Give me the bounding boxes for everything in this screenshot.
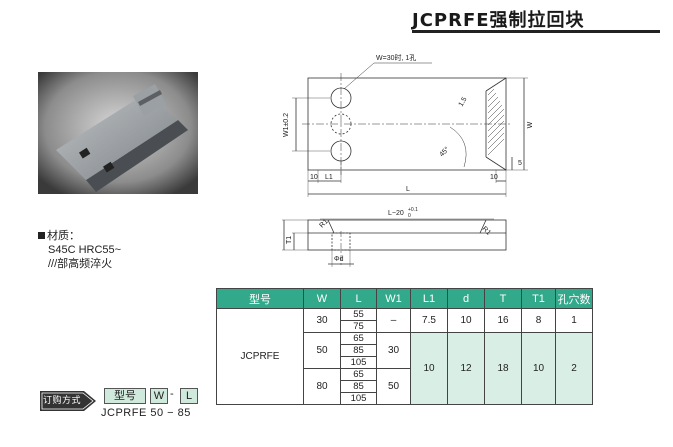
cell-model: JCPRFE bbox=[216, 308, 304, 405]
cell-w: 80 bbox=[303, 368, 341, 405]
order-badge-label: 订购方式 bbox=[42, 395, 81, 405]
dim-10-left: 10 bbox=[310, 174, 318, 181]
material-treatment: ///部高频淬火 bbox=[48, 258, 113, 270]
code-w-box: W bbox=[150, 388, 168, 404]
table-row: 105 bbox=[217, 392, 593, 405]
dim-t1: T1 bbox=[286, 236, 293, 244]
cell-l: 65 bbox=[340, 332, 377, 345]
dim-5: 5 bbox=[518, 160, 522, 167]
product-photo bbox=[38, 72, 198, 194]
cell-w1: 30 bbox=[376, 332, 411, 369]
dim-l-tol: L−20 bbox=[388, 210, 404, 217]
col-t1: T1 bbox=[521, 288, 556, 309]
technical-drawing: W1±0.2 W 5 W=30时, 1孔 1.5 45° 10 L1 L 10 … bbox=[282, 53, 534, 267]
dim-l1: L1 bbox=[325, 174, 333, 181]
bullet-icon bbox=[38, 232, 45, 239]
cell-l: 105 bbox=[340, 392, 377, 405]
cell-d: 10 bbox=[447, 308, 485, 333]
col-w: W bbox=[303, 288, 341, 309]
dim-w1: W1±0.2 bbox=[283, 113, 290, 137]
cell-holes-shared: 2 bbox=[555, 332, 593, 405]
cell-l1-shared: 10 bbox=[410, 332, 448, 405]
dim-r1-left: R1 bbox=[318, 218, 329, 229]
cell-t1-shared: 10 bbox=[521, 332, 556, 405]
cell-l1: 7.5 bbox=[410, 308, 448, 333]
col-t: T bbox=[484, 288, 522, 309]
col-l: L bbox=[340, 288, 377, 309]
cell-l: 75 bbox=[340, 320, 377, 333]
dim-1-5: 1.5 bbox=[458, 96, 469, 108]
dim-l-tol-sub: 0 bbox=[408, 213, 411, 219]
col-l1: L1 bbox=[410, 288, 448, 309]
dim-r1-right: R1 bbox=[481, 225, 492, 236]
note-w30: W=30时, 1孔 bbox=[376, 53, 416, 62]
cell-l: 55 bbox=[340, 308, 377, 321]
dim-w: W bbox=[527, 121, 534, 128]
col-d: d bbox=[447, 288, 485, 309]
cell-w: 50 bbox=[303, 332, 341, 369]
table-row: 80 65 50 bbox=[217, 368, 593, 405]
col-holes: 孔穴数 bbox=[555, 288, 593, 309]
cell-d-shared: 12 bbox=[447, 332, 485, 405]
spec-table: 型号 W L W1 L1 d T T1 孔穴数 JCPRFE 30 55 – 7… bbox=[216, 288, 593, 405]
cell-t: 16 bbox=[484, 308, 522, 333]
cell-l: 65 bbox=[340, 368, 377, 381]
dim-phi-d: Φd bbox=[334, 256, 344, 263]
cell-l: 85 bbox=[340, 344, 377, 357]
dim-l: L bbox=[406, 186, 410, 193]
side-view-outline bbox=[307, 219, 507, 251]
dim-10-right: 10 bbox=[490, 174, 498, 181]
material-label: 材质： bbox=[47, 230, 80, 242]
code-model-box: 型号 bbox=[104, 388, 146, 404]
code-dash: - bbox=[170, 388, 174, 400]
cell-w1: 50 bbox=[376, 368, 411, 405]
page-title: JCPRFE强制拉回块 bbox=[412, 10, 585, 31]
cell-w1: – bbox=[376, 308, 411, 333]
cell-w: 30 bbox=[303, 308, 341, 333]
spec-table-header-row: 型号 W L W1 L1 d T T1 孔穴数 bbox=[216, 288, 593, 309]
col-w1: W1 bbox=[376, 288, 411, 309]
cell-holes: 1 bbox=[555, 308, 593, 333]
material-grade: S45C HRC55~ bbox=[48, 244, 122, 256]
cell-t1: 8 bbox=[521, 308, 556, 333]
cell-t-shared: 18 bbox=[484, 332, 522, 405]
col-model: 型号 bbox=[216, 288, 304, 309]
table-row: 50 65 30 10 12 18 10 2 bbox=[217, 332, 593, 405]
title-underline bbox=[412, 30, 660, 33]
material-spec: 材质： S45C HRC55~ ///部高频淬火 bbox=[38, 229, 121, 271]
order-arrow-icon bbox=[40, 391, 96, 411]
cell-l: 85 bbox=[340, 380, 377, 393]
order-example: JCPRFE 50 − 85 bbox=[101, 407, 191, 419]
table-row: JCPRFE 30 55 – 7.5 10 16 8 1 bbox=[216, 308, 593, 405]
cell-l: 105 bbox=[340, 356, 377, 369]
dim-l-tol-sup: +0.1 bbox=[408, 207, 418, 213]
dim-angle: 45° bbox=[438, 145, 451, 158]
serration-hatch bbox=[487, 88, 505, 156]
code-l-box: L bbox=[180, 388, 198, 404]
